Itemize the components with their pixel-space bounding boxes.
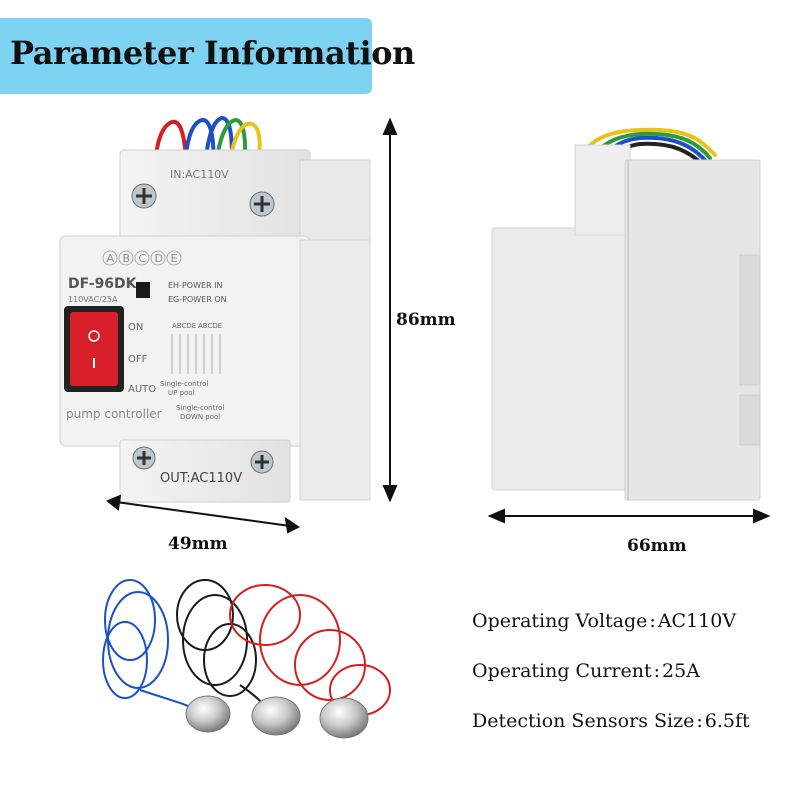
spec-value: 6.5ft: [704, 710, 750, 732]
product-name-label: pump controller: [66, 407, 162, 421]
spec-label: Detection Sensors Size: [472, 710, 695, 732]
screw-icon: [250, 450, 274, 474]
black-sensor-wire: [176, 579, 273, 715]
switch-on-label: ON: [128, 322, 143, 333]
front-view-device: IN:AC110V A B C D E DF-96DK 110VAC: [59, 115, 371, 503]
width-dimension-arrow: [106, 494, 300, 534]
sensor-probes: [102, 579, 391, 739]
diagram-header-right: ABCDE: [198, 322, 222, 330]
probe-nut-icon: [319, 697, 369, 739]
top-terminal-label: IN:AC110V: [170, 168, 229, 181]
spec-operating-voltage: Operating Voltage:AC110V: [472, 610, 737, 632]
blue-sensor-wire: [102, 579, 201, 713]
indicator-led: [136, 282, 150, 298]
model-label: DF-96DK: [68, 276, 138, 292]
output-label: OUT:AC110V: [160, 471, 242, 486]
height-dimension-arrow: [382, 117, 398, 503]
depth-dimension-label: 66mm: [627, 536, 687, 556]
rating-label: 110VAC/25A: [68, 295, 118, 304]
mode-up-2: UP pool: [168, 389, 195, 397]
spec-operating-current: Operating Current:25A: [472, 660, 700, 682]
terminal-letter: E: [171, 252, 178, 265]
probe-nut-icon: [251, 696, 301, 736]
terminal-letter: A: [107, 252, 115, 265]
screw-icon: [132, 446, 156, 470]
page-title: Parameter Information: [10, 34, 415, 72]
legend-eh: EH-POWER IN: [168, 281, 223, 290]
height-dimension-label: 86mm: [396, 310, 456, 330]
terminal-letter: D: [155, 252, 163, 265]
terminal-letter: C: [139, 252, 147, 265]
depth-dimension-arrow: [487, 508, 771, 524]
red-sensor-wire: [229, 584, 391, 716]
spec-value: 25A: [662, 660, 700, 682]
spec-label: Operating Current: [472, 660, 652, 682]
mode-down-1: Single-control: [176, 404, 224, 412]
screw-icon: [249, 191, 275, 217]
switch-auto-label: AUTO: [128, 384, 156, 395]
title-banner: Parameter Information: [0, 18, 415, 94]
spec-detection-sensors-size: Detection Sensors Size:6.5ft: [472, 710, 750, 732]
legend-eg: EG-POWER ON: [168, 295, 227, 304]
probe-nut-icon: [185, 695, 231, 733]
rocker-switch: [64, 306, 124, 392]
width-dimension-label: 49mm: [168, 534, 228, 554]
spec-label: Operating Voltage: [472, 610, 648, 632]
mode-up-1: Single-control: [160, 380, 208, 388]
diagram-header-left: ABCDE: [172, 322, 196, 330]
screw-icon: [131, 183, 157, 209]
switch-off-label: OFF: [128, 354, 148, 365]
spec-value: AC110V: [657, 610, 737, 632]
mode-down-2: DOWN pool: [180, 413, 220, 421]
terminal-letter: B: [123, 252, 131, 265]
side-view-device: [491, 127, 761, 501]
